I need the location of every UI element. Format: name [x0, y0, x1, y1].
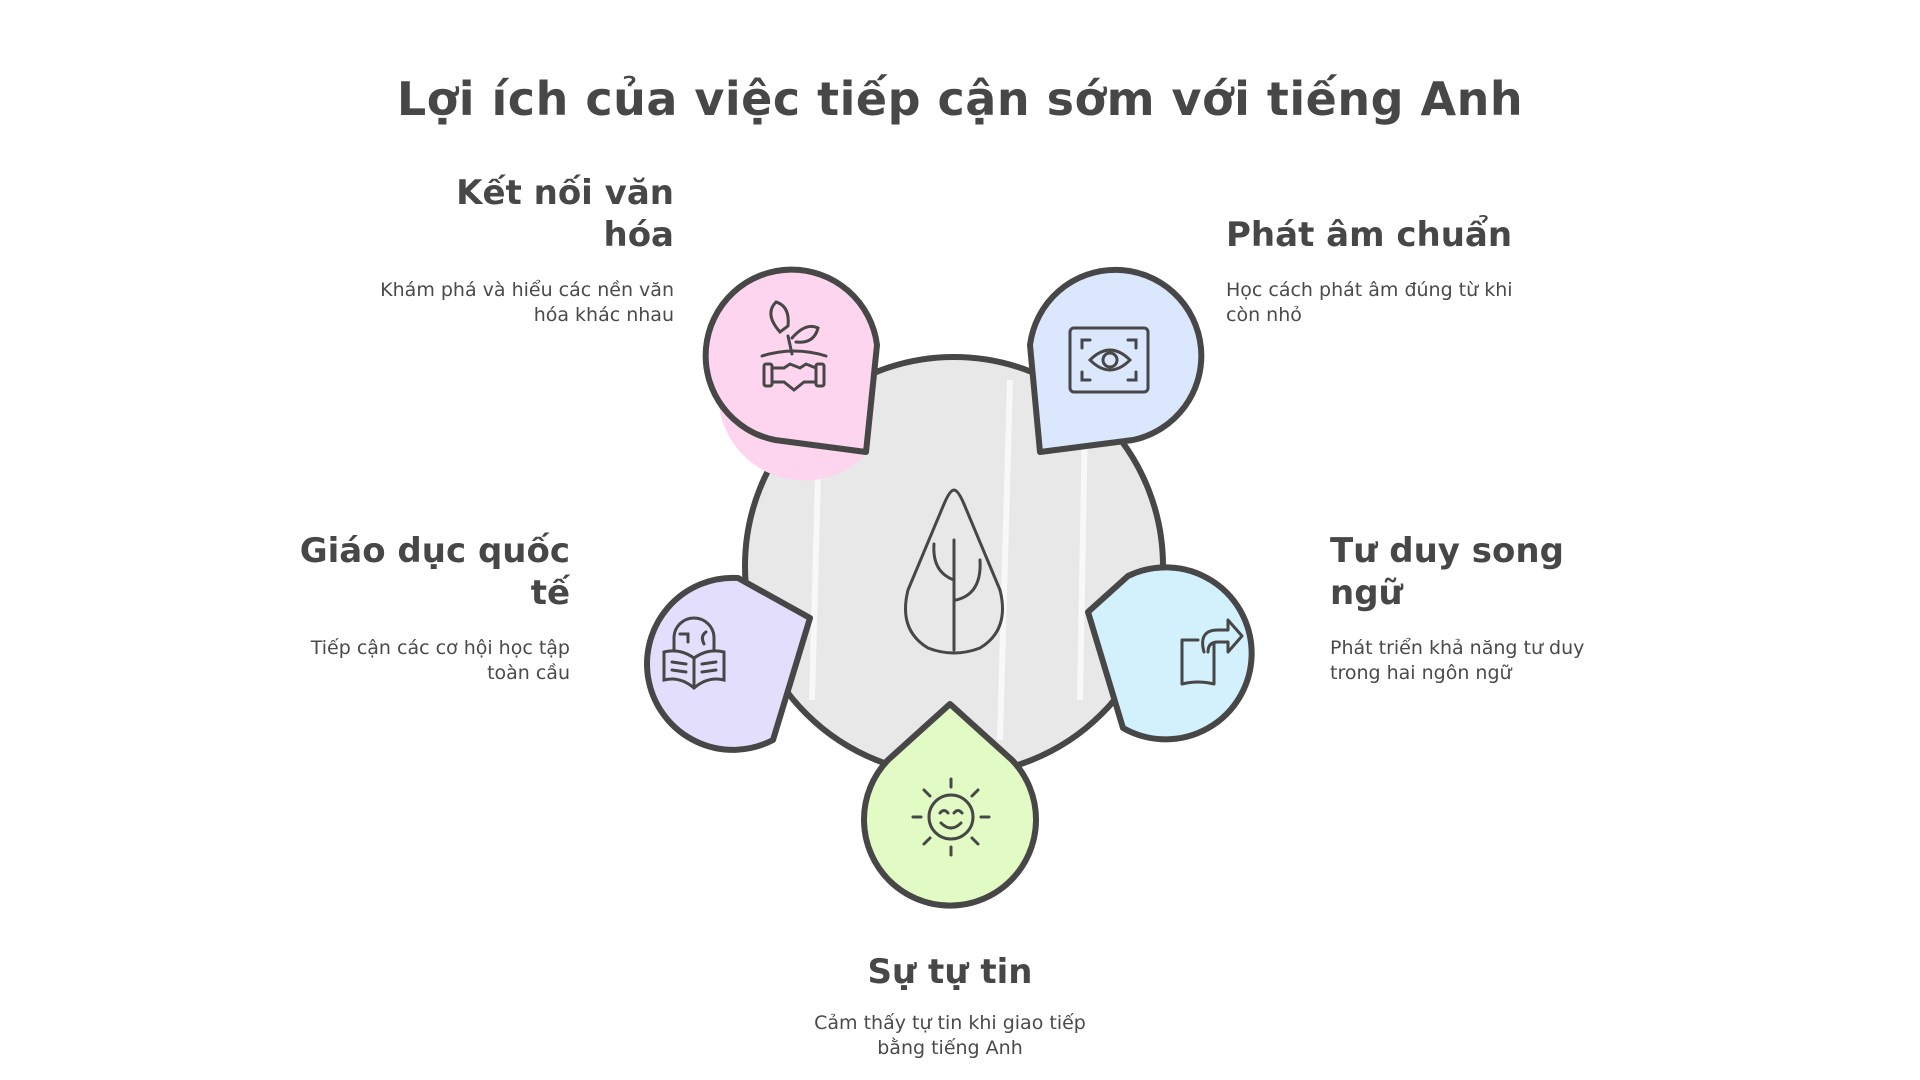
smiling-sun-icon: [911, 777, 991, 857]
benefit-title: Tư duy song ngữ: [1330, 531, 1564, 613]
benefit-confidence: Sự tự tin Cảm thấy tự tin khi giao tiếp …: [800, 951, 1100, 1061]
benefit-description: Học cách phát âm đúng từ khi còn nhỏ: [1226, 279, 1513, 326]
diagram-title: Lợi ích của việc tiếp cận sớm với tiếng …: [396, 72, 1524, 126]
tree-icon: [904, 488, 1004, 655]
petal-cultural-connection: [702, 266, 880, 481]
petal-confidence: [861, 701, 1039, 909]
benefit-description: Phát triển khả năng tư duy trong hai ngô…: [1330, 637, 1585, 684]
eye-scan-icon: [1068, 326, 1150, 394]
benefit-title: Sự tự tin: [867, 952, 1033, 992]
benefit-description: Tiếp cận các cơ hội học tập toàn cầu: [310, 637, 570, 684]
benefit-bilingual-thinking: Tư duy song ngữ Phát triển khả năng tư d…: [1330, 530, 1630, 686]
benefit-description: Cảm thấy tự tin khi giao tiếp bằng tiếng…: [814, 1012, 1086, 1059]
globe-book-icon: [662, 616, 726, 690]
petal-international-education: [644, 574, 813, 753]
benefit-pronunciation: Phát âm chuẩn Học cách phát âm đúng từ k…: [1226, 214, 1526, 328]
benefit-description: Khám phá và hiểu các nền văn hóa khác nh…: [380, 279, 674, 326]
benefit-international-education: Giáo dục quốc tế Tiếp cận các cơ hội học…: [270, 530, 570, 686]
benefit-title: Giáo dục quốc tế: [299, 531, 570, 613]
benefit-title: Phát âm chuẩn: [1226, 215, 1513, 255]
plant-handshake-icon: [760, 300, 828, 392]
petal-pronunciation: [1027, 266, 1205, 455]
petal-bilingual-thinking: [1085, 564, 1255, 743]
benefit-title: Kết nối văn hóa: [456, 173, 674, 255]
share-arrow-icon: [1180, 618, 1244, 686]
benefit-cultural-connection: Kết nối văn hóa Khám phá và hiểu các nền…: [374, 172, 674, 328]
